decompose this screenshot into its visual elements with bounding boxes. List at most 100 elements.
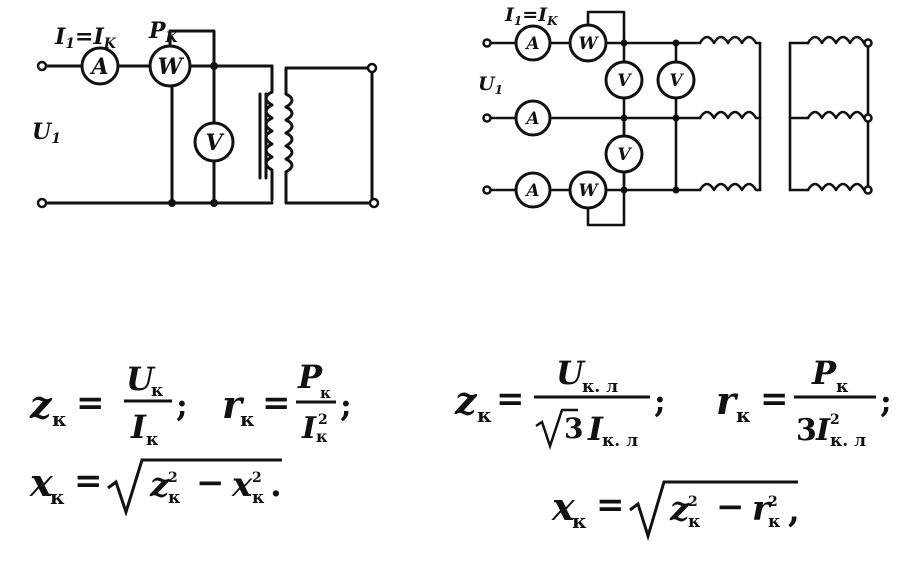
exponent-2: 2 <box>168 470 178 486</box>
input-terminal <box>482 185 492 195</box>
subscript-k: к <box>168 488 181 508</box>
voltmeter-bc: V <box>604 134 644 174</box>
secondary-winding-b <box>806 110 870 120</box>
output-terminal <box>863 113 873 123</box>
subscript-k: к <box>688 512 701 532</box>
secondary-winding-a <box>806 35 870 45</box>
equals-sign: = <box>76 383 105 423</box>
subscript-kl: к. л <box>830 431 866 451</box>
subscript-k: к <box>736 403 751 427</box>
junction-dot <box>620 39 628 47</box>
output-terminal <box>366 62 378 74</box>
ammeter-label: A <box>524 34 539 54</box>
subscript-k: к <box>252 488 265 508</box>
subscript-k: к <box>146 430 159 450</box>
junction-dot <box>672 39 680 47</box>
x-symbol: x <box>231 465 253 505</box>
power-label: PK <box>148 18 179 46</box>
voltmeter: V <box>193 121 235 163</box>
z-symbol: z <box>149 465 170 505</box>
wattmeter-label: W <box>158 54 185 80</box>
single-phase-circuit: A W V I1=IK PK U1 <box>32 18 380 209</box>
subscript-kl: к. л <box>582 377 618 397</box>
single-phase-formulas: z к = U к I к ; r к = P к I 2 к ; x к = <box>29 358 352 517</box>
wire <box>586 10 626 45</box>
wattmeter-phase-a: W <box>568 23 608 63</box>
primary-winding-a <box>698 35 762 45</box>
ammeter-label: A <box>89 54 108 80</box>
equals-sign: = <box>74 461 103 501</box>
subscript-k: к <box>240 407 255 431</box>
wire <box>168 29 216 68</box>
subscript-k: к <box>151 381 164 401</box>
secondary-coil <box>284 92 294 174</box>
comma: , <box>788 491 800 531</box>
numerator-u: U <box>126 360 156 398</box>
junction-dot <box>168 199 176 207</box>
denominator-i: I <box>130 408 147 446</box>
equals-sign: = <box>596 485 625 525</box>
ammeter-phase-b: A <box>514 99 552 137</box>
semicolon: ; <box>340 386 352 424</box>
resistance-formula: r к = P к 3 I 2 к. л ; <box>716 354 892 451</box>
voltage-label: U1 <box>478 73 503 97</box>
period: . <box>270 465 282 505</box>
subscript-k: к <box>477 403 492 427</box>
resistance-formula: r к = P к I 2 к ; <box>222 358 352 446</box>
exponent-2: 2 <box>688 494 698 510</box>
subscript-k: к <box>52 407 67 431</box>
wattmeter-label: W <box>578 34 599 54</box>
x-symbol: x <box>551 484 576 529</box>
wire <box>284 170 376 205</box>
three-phase-formulas: z к = U к. л 3 I к. л ; r к = P к 3 I 2 … <box>454 354 892 542</box>
primary-coil <box>264 90 274 172</box>
radical-sign <box>107 458 282 517</box>
primary-winding-c <box>698 182 762 192</box>
reactance-formula: x к = z 2 к − x 2 к . <box>29 458 282 517</box>
voltmeter-ab: V <box>604 60 644 100</box>
wattmeter-label: W <box>578 181 599 201</box>
x-symbol: x <box>29 460 54 505</box>
denominator-i: I <box>815 413 831 448</box>
subscript-k: к <box>768 512 781 532</box>
voltmeter-label: V <box>617 145 632 165</box>
ammeter-label: A <box>524 109 539 129</box>
z-symbol: z <box>29 382 53 427</box>
semicolon: ; <box>880 382 892 420</box>
input-terminal <box>36 197 48 209</box>
voltmeter-ca: V <box>656 60 696 100</box>
output-terminal <box>368 197 380 209</box>
voltage-label: U1 <box>32 119 61 147</box>
r-symbol: r <box>752 489 772 529</box>
equals-sign: = <box>496 379 525 419</box>
minus-sign: − <box>196 463 225 503</box>
output-terminal <box>863 38 873 48</box>
wire <box>284 66 374 96</box>
minus-sign: − <box>716 487 745 527</box>
exponent-2: 2 <box>252 470 262 486</box>
voltmeter-label: V <box>205 130 224 156</box>
subscript-k: к <box>572 509 587 533</box>
denominator-i: I <box>587 410 604 448</box>
input-terminal <box>482 113 492 123</box>
numerator-p: P <box>297 358 323 396</box>
junction-dot <box>210 199 218 207</box>
equals-sign: = <box>760 379 789 419</box>
subscript-k: к <box>50 485 65 509</box>
reactance-formula: x к = z 2 к − r 2 к , <box>551 480 800 542</box>
impedance-formula: z к = U к I к ; <box>29 360 188 450</box>
numerator-p: P <box>811 354 837 392</box>
subscript-k: к <box>316 427 328 446</box>
junction-dot <box>672 114 680 122</box>
denominator-i: I <box>301 411 317 446</box>
input-terminal <box>36 60 48 72</box>
r-symbol: r <box>222 382 245 427</box>
ammeter-label: A <box>524 181 539 201</box>
three-phase-circuit: A A A W W V V V I1=IK <box>478 4 873 227</box>
impedance-formula: z к = U к. л 3 I к. л ; <box>454 354 666 451</box>
r-symbol: r <box>716 378 739 423</box>
voltmeter-label: V <box>669 71 684 91</box>
junction-dot <box>672 186 680 194</box>
junction-dot <box>210 62 218 70</box>
